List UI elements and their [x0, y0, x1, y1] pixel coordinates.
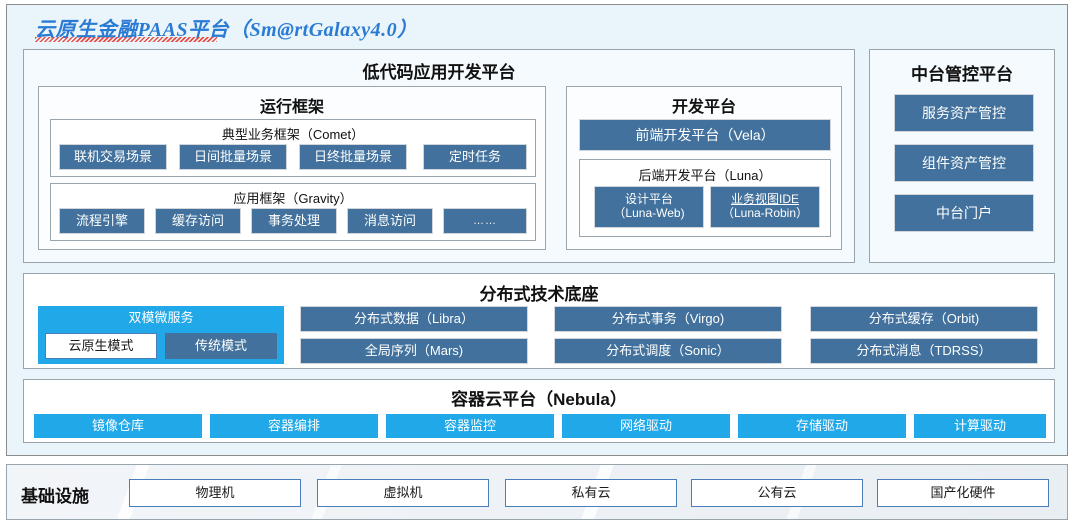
dualmode-traditional-chip[interactable]: 传统模式 — [165, 333, 277, 359]
foundation-chip-mars[interactable]: 全局序列（Mars) — [300, 338, 528, 364]
luna-web-line2: （Luna-Web) — [613, 206, 685, 220]
gravity-item-0[interactable]: 流程引擎 — [59, 208, 145, 234]
dev-platform-panel: 开发平台 前端开发平台（Vela） 后端开发平台（Luna） 设计平台 （Lun… — [566, 86, 842, 250]
foundation-chip-orbit[interactable]: 分布式缓存（Orbit) — [810, 306, 1038, 332]
frontend-dev-platform-chip[interactable]: 前端开发平台（Vela） — [579, 119, 831, 151]
dev-platform-heading: 开发平台 — [671, 99, 736, 116]
luna-web-chip[interactable]: 设计平台 （Luna-Web) — [594, 186, 704, 228]
luna-robin-chip[interactable]: 业务视图IDE （Luna-Robin） — [710, 186, 820, 228]
container-cloud-heading: 容器云平台（Nebula） — [451, 390, 627, 409]
infrastructure-item-1[interactable]: 虚拟机 — [317, 479, 489, 507]
midoffice-item-2[interactable]: 中台门户 — [894, 194, 1034, 232]
comet-heading: 典型业务框架（Comet） — [221, 127, 365, 142]
comet-panel: 典型业务框架（Comet） 联机交易场景 日间批量场景 日终批量场景 定时任务 — [50, 119, 536, 177]
container-item-5[interactable]: 计算驱动 — [914, 414, 1046, 438]
midoffice-item-1[interactable]: 组件资产管控 — [894, 144, 1034, 182]
midoffice-heading: 中台管控平台 — [911, 65, 1013, 84]
comet-item-0[interactable]: 联机交易场景 — [59, 144, 167, 170]
backend-dev-platform-panel: 后端开发平台（Luna） 设计平台 （Luna-Web) 业务视图IDE （Lu… — [579, 159, 831, 237]
infrastructure-item-0[interactable]: 物理机 — [129, 479, 301, 507]
gravity-panel: 应用框架（Gravity） 流程引擎 缓存访问 事务处理 消息访问 …… — [50, 183, 536, 241]
runtime-framework-heading: 运行框架 — [259, 99, 324, 116]
gravity-item-1[interactable]: 缓存访问 — [155, 208, 241, 234]
container-item-0[interactable]: 镜像仓库 — [34, 414, 202, 438]
infrastructure-item-4[interactable]: 国产化硬件 — [877, 479, 1049, 507]
infrastructure-label: 基础设施 — [21, 487, 89, 506]
backend-dev-platform-heading: 后端开发平台（Luna） — [638, 168, 772, 183]
gravity-item-2[interactable]: 事务处理 — [251, 208, 337, 234]
foundation-heading: 分布式技术底座 — [479, 285, 599, 304]
comet-item-3[interactable]: 定时任务 — [423, 144, 527, 170]
luna-robin-line2: （Luna-Robin） — [721, 206, 809, 220]
foundation-chip-libra[interactable]: 分布式数据（Libra） — [300, 306, 528, 332]
infrastructure-item-3[interactable]: 公有云 — [691, 479, 863, 507]
luna-robin-line1: 业务视图IDE — [730, 192, 799, 207]
container-cloud-panel: 容器云平台（Nebula） 镜像仓库 容器编排 容器监控 网络驱动 存储驱动 计… — [23, 379, 1055, 443]
gravity-item-3[interactable]: 消息访问 — [347, 208, 433, 234]
page-title: 云原生金融PAAS平台（Sm@rtGalaxy4.0） — [35, 19, 418, 41]
foundation-chip-virgo[interactable]: 分布式事务（Virgo) — [554, 306, 782, 332]
gravity-item-4[interactable]: …… — [443, 208, 527, 234]
spellcheck-squiggle — [35, 37, 217, 42]
container-item-2[interactable]: 容器监控 — [386, 414, 554, 438]
container-item-3[interactable]: 网络驱动 — [562, 414, 730, 438]
luna-web-line1: 设计平台 — [624, 192, 673, 207]
comet-item-2[interactable]: 日终批量场景 — [299, 144, 407, 170]
foundation-panel: 分布式技术底座 双模微服务 云原生模式 传统模式 分布式数据（Libra） 全局… — [23, 273, 1055, 369]
lowcode-platform-heading: 低代码应用开发平台 — [362, 63, 516, 82]
foundation-chip-sonic[interactable]: 分布式调度（Sonic） — [554, 338, 782, 364]
infrastructure-item-2[interactable]: 私有云 — [505, 479, 677, 507]
midoffice-item-0[interactable]: 服务资产管控 — [894, 94, 1034, 132]
infrastructure-panel: 基础设施 物理机 虚拟机 私有云 公有云 国产化硬件 — [6, 464, 1068, 520]
container-item-1[interactable]: 容器编排 — [210, 414, 378, 438]
lowcode-platform-panel: 低代码应用开发平台 运行框架 典型业务框架（Comet） 联机交易场景 日间批量… — [23, 49, 855, 263]
runtime-framework-panel: 运行框架 典型业务框架（Comet） 联机交易场景 日间批量场景 日终批量场景 … — [38, 86, 546, 250]
dualmode-heading: 双模微服务 — [128, 310, 194, 325]
platform-panel: 云原生金融PAAS平台（Sm@rtGalaxy4.0） 低代码应用开发平台 运行… — [6, 4, 1068, 456]
dualmode-cloudnative-chip[interactable]: 云原生模式 — [45, 333, 157, 359]
comet-item-1[interactable]: 日间批量场景 — [179, 144, 287, 170]
foundation-chip-tdrss[interactable]: 分布式消息（TDRSS） — [810, 338, 1038, 364]
container-item-4[interactable]: 存储驱动 — [738, 414, 906, 438]
gravity-heading: 应用框架（Gravity） — [233, 191, 353, 206]
midoffice-panel: 中台管控平台 服务资产管控 组件资产管控 中台门户 — [869, 49, 1055, 263]
